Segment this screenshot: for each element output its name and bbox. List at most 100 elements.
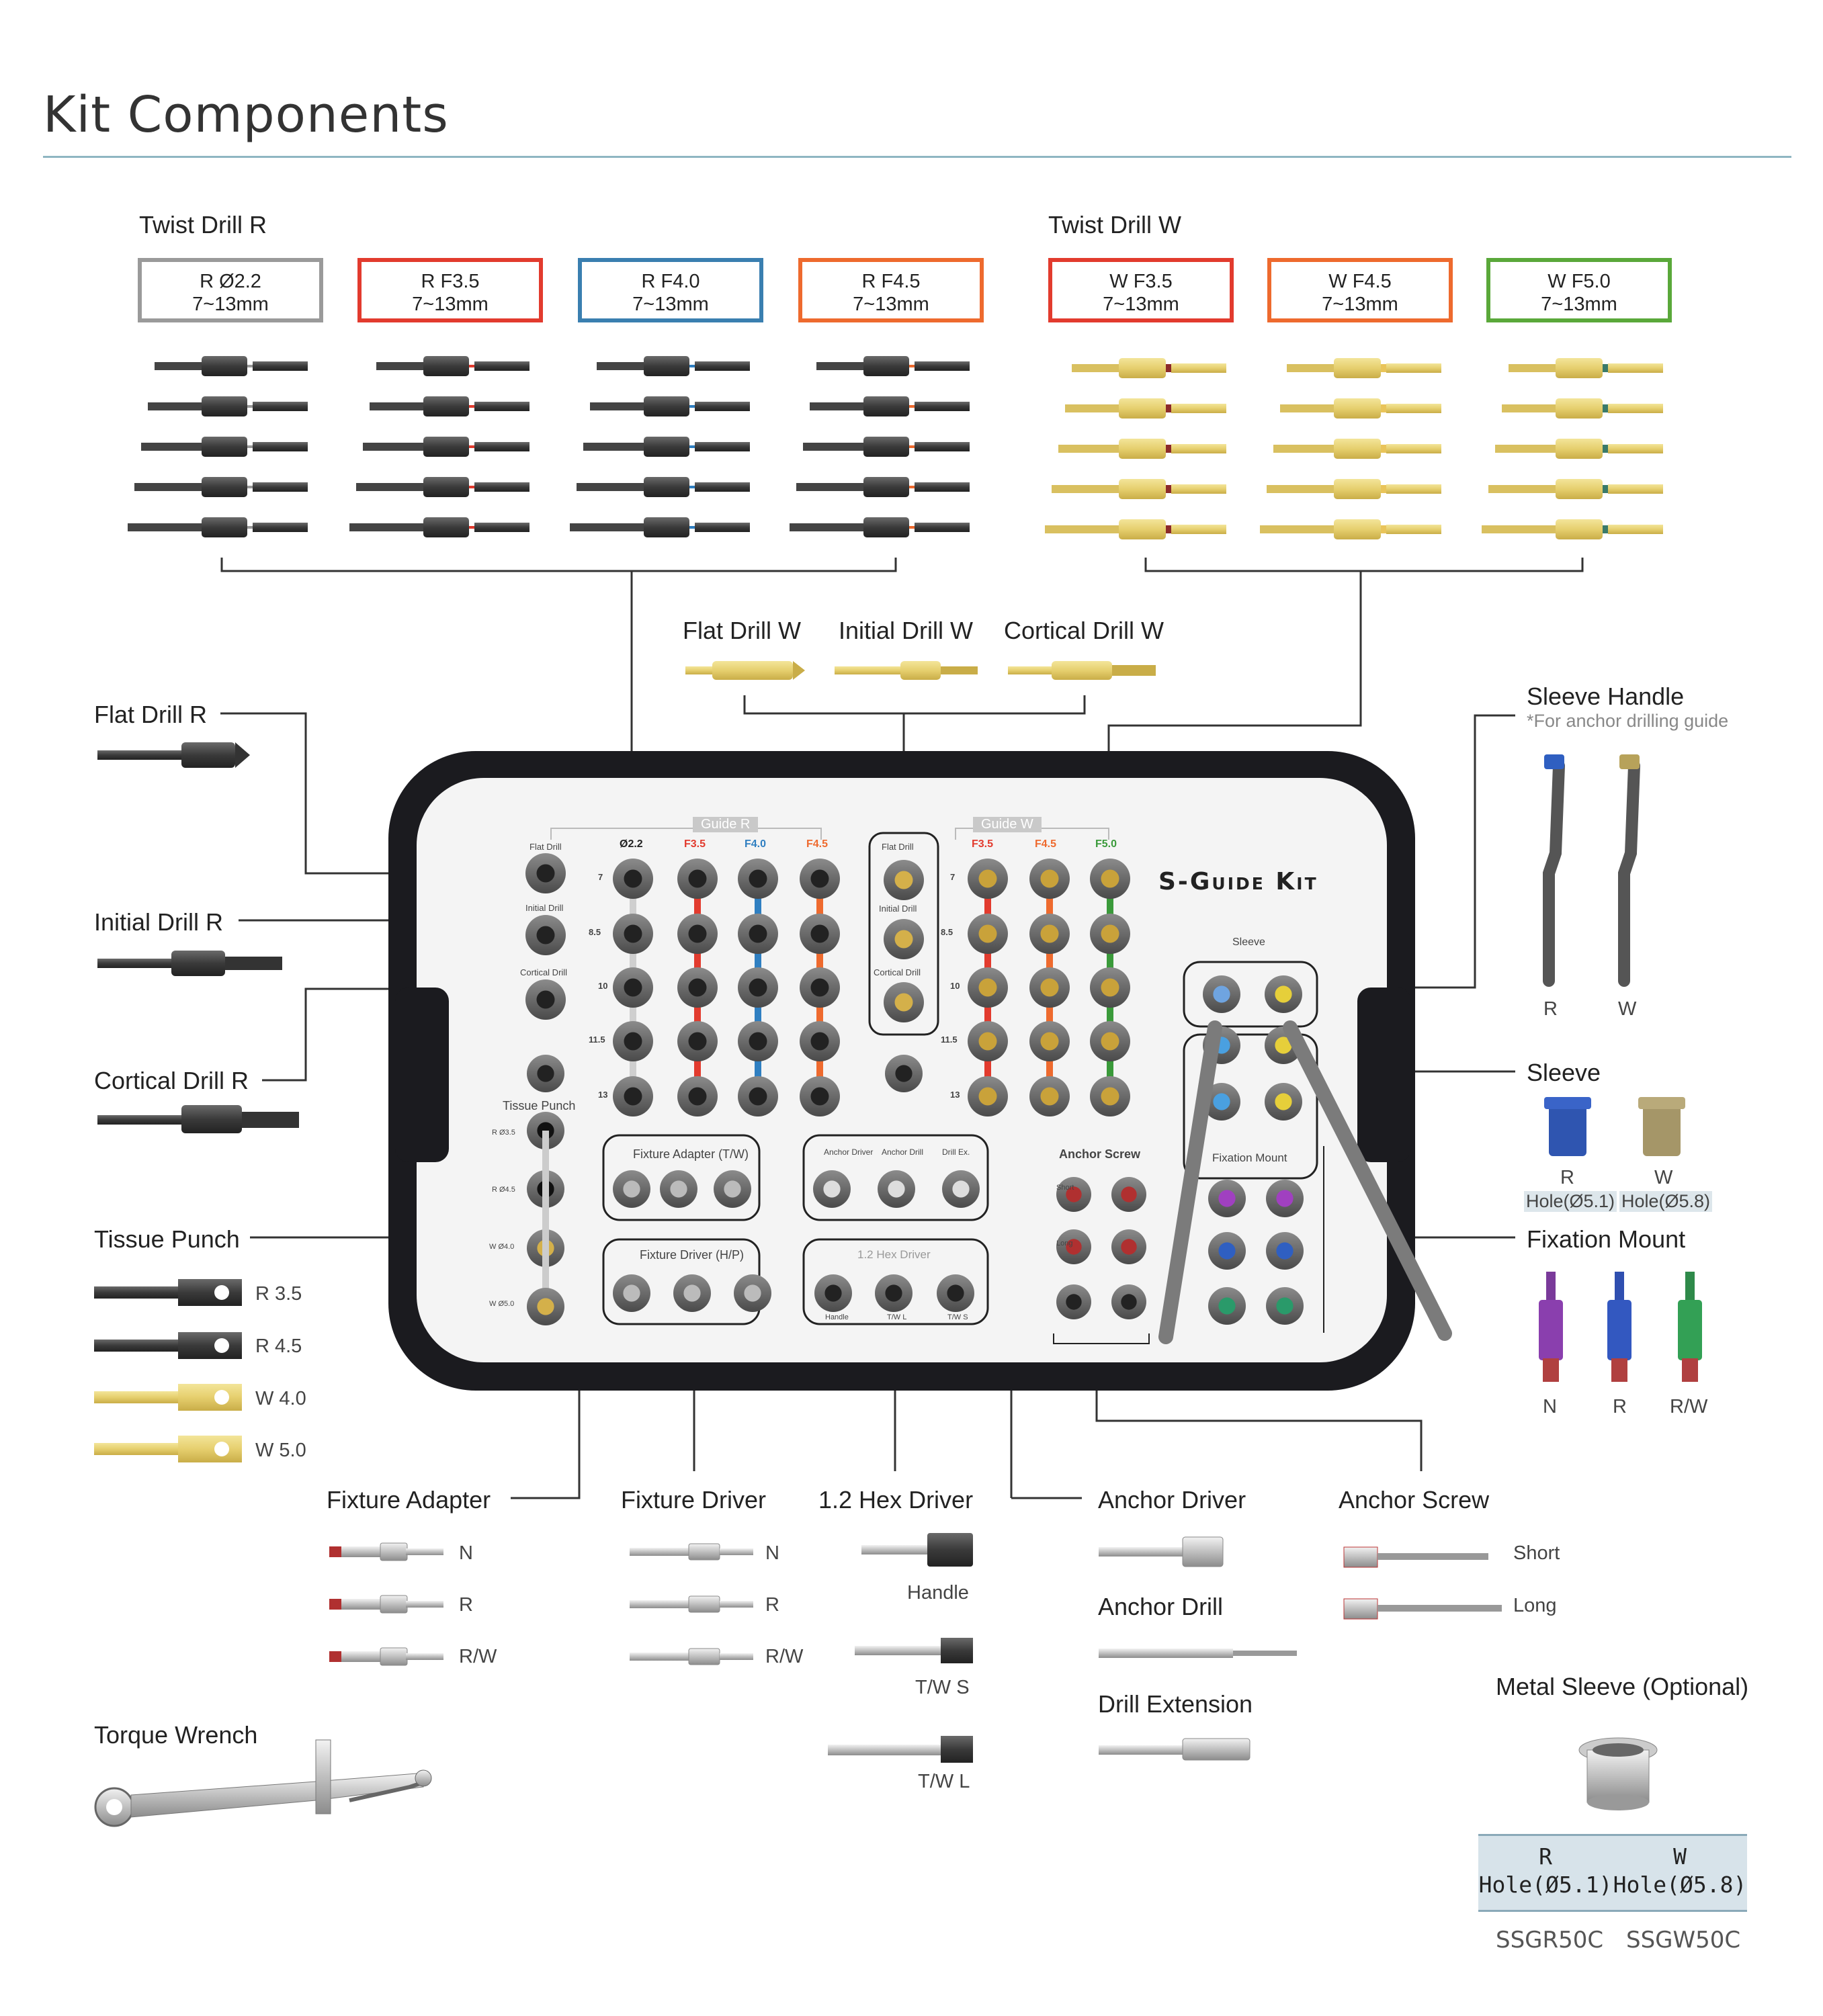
tissue-punch-size: W 5.0: [255, 1440, 306, 1461]
twist-drill-w: [1280, 398, 1441, 419]
sleeve-variant: W: [1654, 1167, 1673, 1188]
kit-well: [1029, 859, 1070, 899]
kit-tissue-punch: Tissue Punch: [503, 1099, 576, 1112]
kit-fixture-adapter: Fixture Adapter (T/W): [633, 1147, 749, 1161]
kit-hex-sub: Handle: [825, 1313, 849, 1321]
twist-drill-w: [1052, 479, 1226, 499]
kit-well: [1090, 859, 1130, 899]
kit-well: [613, 1076, 653, 1116]
twist-drill-r: [577, 477, 750, 497]
kit-well: [527, 1288, 564, 1325]
kit-col-r: F4.0: [745, 838, 767, 850]
twist-drill-w: [1260, 519, 1441, 539]
kit-well: [800, 859, 840, 899]
twist-drill-w: [1045, 519, 1226, 539]
cortical-drill-r-label: Cortical Drill R: [94, 1067, 249, 1094]
kit-well: [613, 1274, 650, 1312]
kit-well: [677, 1021, 718, 1061]
fixture-adapter: [329, 1542, 443, 1561]
page-title: Kit Components: [43, 86, 449, 144]
metal-sleeve-code-r: SSGR50C: [1496, 1927, 1604, 1954]
twist-drill-r: [790, 517, 970, 537]
kit-tp-size: R Ø3.5: [492, 1129, 515, 1137]
kit-hex-driver: 1.2 Hex Driver: [857, 1248, 931, 1261]
twist-drill-r: [356, 477, 529, 497]
tissue-punch-size: R 3.5: [255, 1283, 302, 1305]
kit-tp-size: W Ø5.0: [489, 1300, 515, 1308]
twist-drill-r: [370, 396, 529, 417]
kit-well: [1056, 1229, 1091, 1264]
kit-well: [738, 1076, 778, 1116]
kit-well: [814, 1274, 852, 1312]
kit-well: [1111, 1284, 1146, 1319]
kit-anchor-drill: Anchor Drill: [882, 1147, 924, 1157]
kit-initial-drill-w: Initial Drill: [879, 904, 917, 914]
drill-extension-label: Drill Extension: [1098, 1690, 1253, 1718]
kit-stripe: [542, 1131, 549, 1307]
anchor-screw-label: Anchor Screw: [1339, 1486, 1490, 1514]
kit-guide-r: Guide R: [693, 817, 759, 832]
kit-well: [738, 1021, 778, 1061]
kit-well: [714, 1170, 751, 1208]
kit-well: [525, 853, 566, 893]
sleeve-handle-variant: R: [1543, 998, 1558, 1020]
twist-drill-r: [363, 437, 529, 457]
kit-well: [677, 914, 718, 954]
metal-sleeve-table: R Hole(Ø5.1) W Hole(Ø5.8): [1478, 1834, 1747, 1912]
kit-brand: S-Guide Kit: [1158, 868, 1318, 895]
kit-well: [1090, 1021, 1130, 1061]
kit-well: [800, 967, 840, 1008]
kit-sleeve: Sleeve: [1232, 936, 1265, 948]
kit-flat-drill-w: Flat Drill: [882, 842, 914, 852]
twist-drill-r: [590, 396, 750, 417]
fixture-adapter-label: Fixture Adapter: [327, 1486, 491, 1514]
kit-well: [1203, 975, 1240, 1013]
fixation-mount-variant: N: [1543, 1396, 1557, 1417]
twist-drill-r: [810, 396, 970, 417]
fixture-adapter-variant: R/W: [459, 1646, 497, 1667]
kit-fixation-mount: Fixation Mount: [1212, 1151, 1287, 1164]
kit-long: Long: [1056, 1239, 1073, 1247]
anchor-screw-variant: Long: [1513, 1595, 1557, 1616]
kit-well: [937, 1274, 974, 1312]
kit-well: [875, 1274, 913, 1312]
twist-drill-r: [349, 517, 529, 537]
kit-well: [968, 1021, 1008, 1061]
twist-drill-w: [1273, 439, 1441, 459]
kit-well: [800, 1076, 840, 1116]
sleeve-hole: Hole(Ø5.1): [1524, 1191, 1617, 1212]
kit-well: [1266, 1180, 1304, 1217]
kit-row-label: 13: [950, 1090, 960, 1100]
twist-drill-w: [1267, 479, 1441, 499]
hex-driver-variant: Handle: [907, 1582, 969, 1604]
kit-well: [1111, 1229, 1146, 1264]
twist-drill-w: [1495, 439, 1663, 459]
sleeve-handle-note: *For anchor drilling guide: [1527, 711, 1729, 731]
fixation-mount-label: Fixation Mount: [1527, 1225, 1686, 1253]
kit-short: Short: [1056, 1184, 1074, 1192]
initial-drill-w-label: Initial Drill W: [839, 617, 974, 644]
kit-well: [1265, 975, 1302, 1013]
hex-driver-label: 1.2 Hex Driver: [818, 1486, 974, 1514]
twist-drill-r: [148, 396, 308, 417]
kit-well: [1056, 1177, 1091, 1212]
kit-well: [1056, 1284, 1091, 1319]
fixture-driver-variant: N: [765, 1542, 779, 1564]
kit-row-label: 13: [598, 1090, 608, 1100]
tissue-punch-size: W 4.0: [255, 1388, 306, 1409]
kit-well: [884, 919, 924, 959]
twist-drill-w: [1509, 358, 1663, 378]
kit-well: [800, 914, 840, 954]
kit-well: [968, 914, 1008, 954]
initial-drill-r-label: Initial Drill R: [94, 908, 224, 936]
fixture-adapter: [329, 1647, 443, 1666]
sleeve-hole: Hole(Ø5.8): [1619, 1191, 1713, 1212]
tissue-punch-label: Tissue Punch: [94, 1225, 240, 1253]
kit-hex-sub: T/W S: [947, 1313, 968, 1321]
fixture-driver: [630, 1543, 753, 1561]
kit-guide-w: Guide W: [973, 817, 1042, 832]
kit-well: [1266, 1232, 1304, 1270]
flat-drill-w-label: Flat Drill W: [683, 617, 801, 644]
